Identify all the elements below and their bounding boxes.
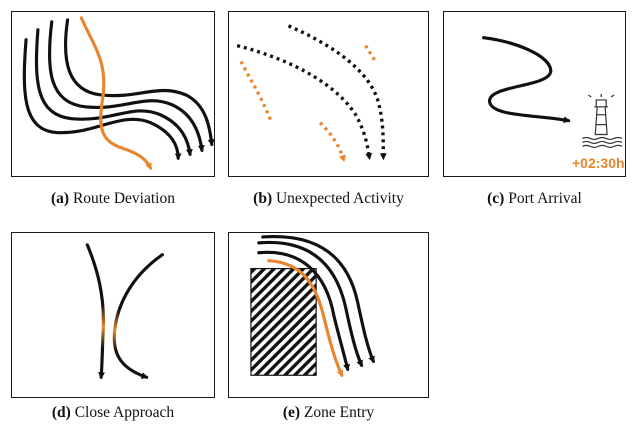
lighthouse-icon <box>582 94 623 148</box>
track-line <box>261 234 376 364</box>
restricted-zone <box>250 267 317 376</box>
orange-dotted-segment <box>364 44 377 63</box>
track-line <box>22 38 182 161</box>
caption-a: (a) Route Deviation <box>11 190 215 208</box>
zone-entry-track-line <box>267 259 344 378</box>
track-line <box>257 250 350 372</box>
unexpected-activity-diagram <box>236 24 387 163</box>
dotted-track-line <box>287 24 387 161</box>
zone-entry-diagram <box>250 234 376 378</box>
caption-a-title: Route Deviation <box>72 190 175 207</box>
caption-e-title: Zone Entry <box>303 404 375 421</box>
caption-d-letter: (d) <box>51 404 71 421</box>
track-line <box>112 253 164 379</box>
panel-port-arrival: +02:30h <box>443 11 626 177</box>
caption-b-letter: (b) <box>253 190 273 207</box>
panel-route-deviation <box>11 11 215 177</box>
track-line <box>85 243 106 380</box>
caption-d-title: Close Approach <box>74 404 175 421</box>
caption-a-letter: (a) <box>51 190 70 207</box>
caption-e: (e) Zone Entry <box>228 404 429 422</box>
caption-c: (c) Port Arrival <box>443 190 626 208</box>
port-arrival-diagram <box>482 36 623 148</box>
caption-b: (b) Unexpected Activity <box>228 190 429 208</box>
panel-unexpected-activity <box>228 11 429 177</box>
track-line <box>47 20 205 153</box>
route-deviation-diagram <box>22 16 214 170</box>
panel-zone-entry <box>228 232 429 398</box>
dotted-track-line <box>236 43 373 161</box>
caption-c-title: Port Arrival <box>508 190 582 207</box>
track-line <box>482 36 571 124</box>
orange-dotted-segment <box>239 60 273 122</box>
caption-c-letter: (c) <box>487 190 505 207</box>
eta-label: +02:30h <box>572 155 625 171</box>
track-line <box>257 240 364 368</box>
track-line <box>34 28 193 157</box>
orange-dotted-segment <box>318 121 346 163</box>
close-approach-diagram <box>85 243 164 380</box>
track-line <box>64 18 214 147</box>
caption-b-title: Unexpected Activity <box>275 190 404 207</box>
caption-e-letter: (e) <box>282 404 301 421</box>
panel-close-approach <box>11 232 215 398</box>
deviating-track-line <box>79 16 153 170</box>
caption-d: (d) Close Approach <box>11 404 215 422</box>
